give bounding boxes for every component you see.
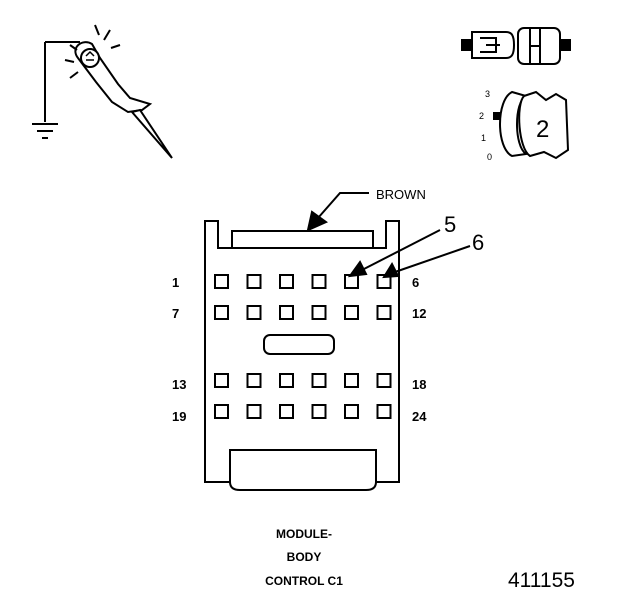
pin-cavity-18 bbox=[376, 373, 392, 388]
pin-cavity-17 bbox=[344, 373, 359, 388]
callout-5: 5 bbox=[444, 212, 456, 237]
pin-cavity-3 bbox=[279, 274, 294, 289]
figure-number: 411155 bbox=[508, 569, 575, 592]
dial-scale-0: 0 bbox=[487, 152, 492, 162]
row2-left-label: 7 bbox=[172, 306, 179, 321]
caption-line2: BODY bbox=[287, 550, 322, 564]
test-light-probe-icon bbox=[44, 24, 173, 159]
connector-body bbox=[204, 220, 400, 491]
pin-cavity-9 bbox=[279, 305, 294, 320]
ground-symbol-icon bbox=[32, 123, 58, 139]
pin-cavities bbox=[214, 274, 392, 419]
pin-cavity-15 bbox=[279, 373, 294, 388]
row3-left-label: 13 bbox=[172, 377, 186, 392]
pin-cavity-10 bbox=[311, 305, 327, 320]
row4-left-label: 19 bbox=[172, 409, 186, 424]
row2-right-label: 12 bbox=[412, 306, 426, 321]
connector-color-label: BROWN bbox=[376, 187, 426, 202]
pin-cavity-5 bbox=[344, 274, 359, 289]
row4-right-label: 24 bbox=[412, 409, 427, 424]
pin-cavity-16 bbox=[311, 373, 327, 388]
dial-scale-3: 3 bbox=[485, 89, 490, 99]
selector-dial-icon: 3 2 1 0 2 bbox=[479, 89, 570, 162]
row3-right-label: 18 bbox=[412, 377, 426, 392]
pin-cavity-14 bbox=[246, 373, 262, 388]
color-leader-arrow bbox=[306, 192, 369, 232]
pin-cavity-2 bbox=[246, 274, 262, 289]
pin-cavity-8 bbox=[246, 305, 262, 320]
pin-cavity-19 bbox=[214, 404, 229, 419]
pin-cavity-24 bbox=[376, 404, 392, 419]
dial-scale-1: 1 bbox=[481, 133, 486, 143]
pin-cavity-13 bbox=[214, 373, 229, 388]
caption-line1: MODULE- bbox=[276, 527, 332, 541]
pin-cavity-1 bbox=[214, 274, 229, 289]
dial-value: 2 bbox=[536, 116, 549, 143]
pin-cavity-12 bbox=[376, 305, 392, 320]
pin-cavity-20 bbox=[246, 404, 262, 419]
row1-left-label: 1 bbox=[172, 275, 179, 290]
pin-cavity-4 bbox=[311, 274, 327, 289]
row1-right-label: 6 bbox=[412, 275, 419, 290]
caption-line3: CONTROL C1 bbox=[265, 574, 343, 588]
terminal-connector-icon bbox=[461, 27, 571, 65]
pin-cavity-22 bbox=[311, 404, 327, 419]
callout-6: 6 bbox=[472, 230, 484, 255]
pin-cavity-7 bbox=[214, 305, 229, 320]
dial-scale-2: 2 bbox=[479, 111, 484, 121]
pin-cavity-11 bbox=[344, 305, 359, 320]
pin-cavity-21 bbox=[279, 404, 294, 419]
callout-arrows bbox=[347, 229, 471, 279]
pin-cavity-23 bbox=[344, 404, 359, 419]
pin-cavity-6 bbox=[376, 274, 392, 289]
